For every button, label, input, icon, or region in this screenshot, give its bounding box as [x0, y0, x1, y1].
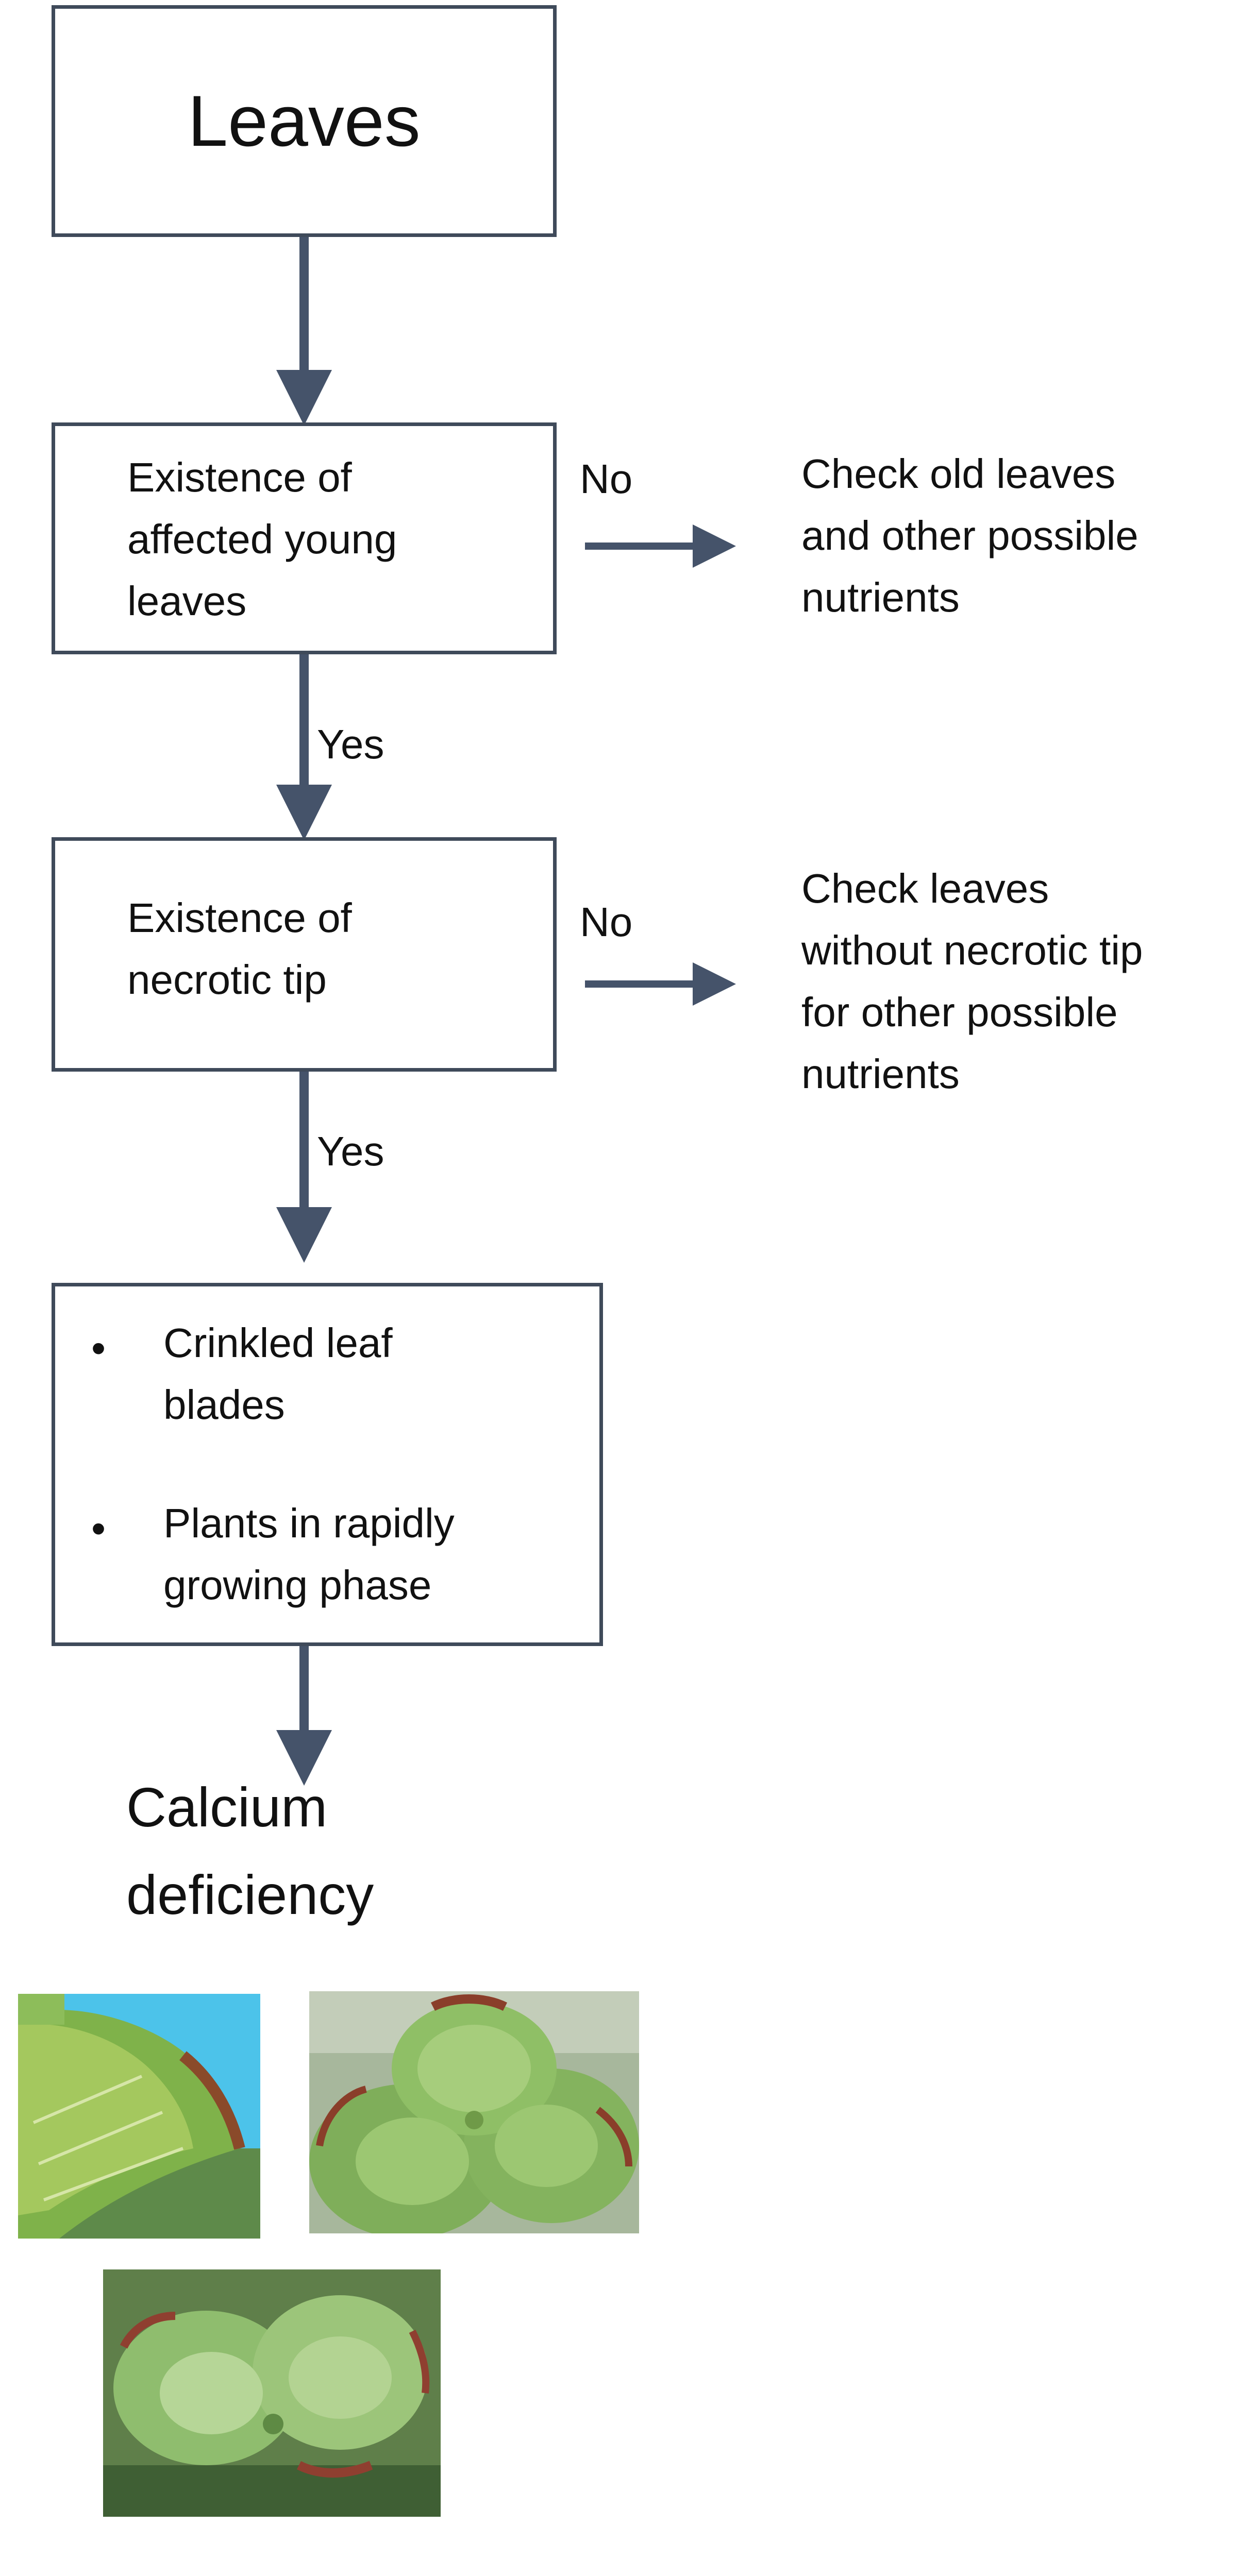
- node-necrotic-tip: Existence of necrotic tip: [52, 837, 557, 1072]
- leaf-photo-2: [309, 1991, 639, 2233]
- leaf-photo-1: [18, 1994, 260, 2239]
- side-note-other-line-1: Check leaves: [801, 866, 1049, 911]
- bullet-dot-2: •: [91, 1505, 106, 1551]
- side-note-other-line-3: for other possible: [801, 989, 1118, 1035]
- node-leaves: Leaves: [52, 5, 557, 237]
- edge-label-no-1: No: [580, 456, 633, 502]
- bullet-dot-1: •: [91, 1325, 106, 1371]
- side-note-old-leaves-line-1: Check old leaves: [801, 451, 1116, 497]
- edge-label-no-2: No: [580, 899, 633, 945]
- symptom-1-line-1: Crinkled leaf: [163, 1320, 393, 1366]
- symptom-1-line-2: blades: [163, 1382, 285, 1428]
- symptom-2-line-1: Plants in rapidly: [163, 1500, 455, 1546]
- edge-label-yes-2: Yes: [317, 1128, 384, 1174]
- result-line-2: deficiency: [126, 1863, 374, 1926]
- node-young-leaves: Existence of affected young leaves: [52, 422, 557, 654]
- leaf-photo-3: [103, 2269, 441, 2517]
- symptom-2-line-2: growing phase: [163, 1562, 432, 1608]
- node-leaves-label: Leaves: [188, 80, 421, 161]
- node-necrotic-tip-line-2: necrotic tip: [127, 957, 327, 1003]
- node-young-leaves-line-3: leaves: [127, 578, 247, 624]
- node-young-leaves-line-1: Existence of: [127, 454, 352, 500]
- side-note-other-line-2: without necrotic tip: [801, 927, 1143, 973]
- result-line-1: Calcium: [126, 1776, 328, 1838]
- node-symptoms: • Crinkled leaf blades • Plants in rapid…: [52, 1283, 603, 1646]
- side-note-old-leaves-line-2: and other possible: [801, 513, 1138, 558]
- side-note-old-leaves-line-3: nutrients: [801, 574, 960, 620]
- node-necrotic-tip-line-1: Existence of: [127, 895, 352, 941]
- node-young-leaves-line-2: affected young: [127, 516, 397, 562]
- side-note-other-line-4: nutrients: [801, 1051, 960, 1097]
- edge-label-yes-1: Yes: [317, 721, 384, 767]
